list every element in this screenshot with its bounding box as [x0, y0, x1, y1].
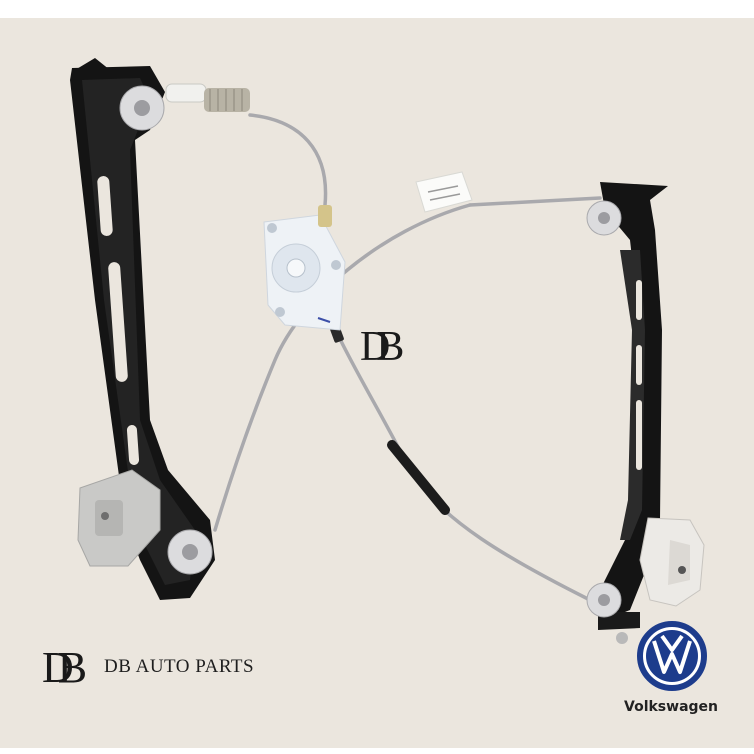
volkswagen-logo — [637, 621, 707, 691]
pulley-top-left — [119, 85, 165, 131]
part-label — [415, 171, 473, 213]
brand-monogram: DB — [42, 646, 86, 688]
cables — [213, 113, 602, 602]
motor-mount-plate — [263, 205, 346, 331]
db-monogram-logo: DB — [42, 646, 86, 688]
brand-name: DB AUTO PARTS — [104, 656, 255, 677]
watermark-monogram: DB — [360, 324, 402, 370]
lower-left-bracket — [77, 469, 161, 567]
cable-fitting — [165, 83, 250, 112]
left-rail — [70, 58, 215, 600]
cable-sleeve — [387, 440, 450, 515]
pulley-bottom-right — [586, 582, 622, 618]
right-rail — [595, 182, 668, 644]
lower-right-bracket — [639, 517, 705, 607]
pulley-top-right — [586, 200, 622, 236]
pulley-bottom-left — [167, 529, 213, 575]
manufacturer-name: Volkswagen — [624, 699, 718, 715]
brand-block: DB DB AUTO PARTS — [42, 646, 254, 688]
